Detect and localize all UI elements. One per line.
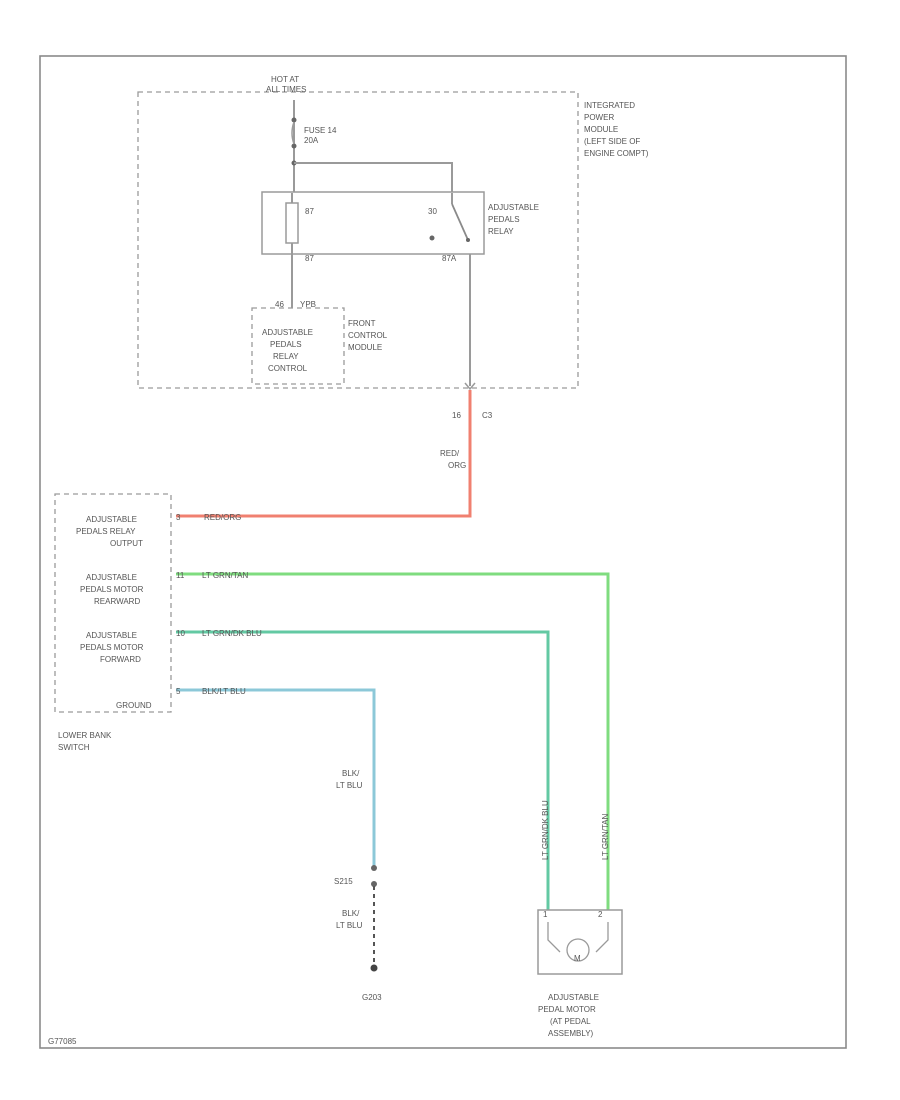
red-wire-label-line1: RED/: [440, 449, 460, 458]
relay-pin-nc: 87A: [442, 254, 457, 263]
switch-box: [54, 493, 172, 713]
relay-supply-wire: [294, 162, 453, 192]
relay-control-line3: RELAY: [273, 352, 299, 361]
power-label-line2: ALL TIMES: [266, 85, 306, 94]
splice-label: S215: [334, 877, 353, 886]
ipm-label-line2: POWER: [584, 113, 614, 122]
blk-wire2-label-line2: LT BLU: [336, 921, 363, 930]
switch-item3-pin: 10: [176, 629, 185, 638]
fcm-label-line1: FRONT: [348, 319, 376, 328]
fuse-terminal-top: [291, 117, 297, 123]
blk-wire-label-line2: LT BLU: [336, 781, 363, 790]
relay-no-contact: [429, 235, 435, 241]
switch-item2-line2: PEDALS MOTOR: [80, 585, 144, 594]
relay-label-line2: PEDALS: [488, 215, 520, 224]
relay-nc-contact: [466, 238, 470, 242]
ipm-label-line1: INTEGRATED: [584, 101, 635, 110]
ipm-label-line5: ENGINE COMPT): [584, 149, 649, 158]
ground-label: G203: [362, 993, 382, 1002]
motor-pin-right: 2: [598, 910, 603, 919]
power-label-line1: HOT AT: [271, 75, 299, 84]
fwd-vertical-wire-label: LT GRN/DK BLU: [541, 800, 550, 860]
blk-wire2-label-line1: BLK/: [342, 909, 360, 918]
ground-icon: [370, 964, 378, 972]
switch-item3-line3: FORWARD: [100, 655, 141, 664]
relay-control-line2: PEDALS: [270, 340, 302, 349]
relay-pin-coil-top: 87: [305, 207, 314, 216]
motor-pin-left: 1: [543, 910, 548, 919]
switch-item4-wire: BLK/LT BLU: [202, 687, 246, 696]
ipm-label-line4: (LEFT SIDE OF: [584, 137, 640, 146]
connector-pin: 16: [452, 411, 461, 420]
relay-switch-arm-icon: [451, 203, 469, 241]
switch-item1-line2: PEDALS RELAY: [76, 527, 136, 536]
ipm-box: [137, 91, 579, 389]
switch-item4-line1: GROUND: [116, 701, 152, 710]
wire-blk-lt-blu: [176, 688, 376, 868]
fuse-symbol: [291, 121, 295, 145]
switch-label-line1: LOWER BANK: [58, 731, 112, 740]
fcm-pin-number: 46: [275, 300, 284, 309]
relay-coil-icon: [285, 202, 299, 244]
relay-label-line3: RELAY: [488, 227, 514, 236]
blk-wire-label-line1: BLK/: [342, 769, 360, 778]
switch-item2-line1: ADJUSTABLE: [86, 573, 137, 582]
relay-control-line4: CONTROL: [268, 364, 308, 373]
switch-item2-wire: LT GRN/TAN: [202, 571, 248, 580]
switch-item1-line3: OUTPUT: [110, 539, 143, 548]
connector-name: C3: [482, 411, 493, 420]
switch-item1-line1: ADJUSTABLE: [86, 515, 137, 524]
motor-leads: [547, 922, 609, 953]
switch-item1-pin: 3: [176, 513, 181, 522]
connector-c3-icon: [464, 382, 476, 391]
switch-item2-line3: REARWARD: [94, 597, 140, 606]
fcm-pin-id: YPB: [300, 300, 316, 309]
rear-vertical-wire-label: LT GRN/TAN: [601, 814, 610, 860]
fcm-box: [251, 307, 345, 385]
fuse-label-line1: FUSE 14: [304, 126, 337, 135]
ipm-label-line3: MODULE: [584, 125, 618, 134]
splice-dot: [371, 865, 377, 871]
fuse-terminal-bottom: [291, 143, 297, 149]
motor-symbol: M: [574, 954, 581, 963]
relay-box: [261, 191, 485, 255]
fcm-label-line2: CONTROL: [348, 331, 388, 340]
switch-item3-line1: ADJUSTABLE: [86, 631, 137, 640]
motor-label-line1: ADJUSTABLE: [548, 993, 599, 1002]
wire-lt-grn-tan: [176, 572, 610, 910]
motor-label-line3: (AT PEDAL: [550, 1017, 591, 1026]
relay-label-line1: ADJUSTABLE: [488, 203, 539, 212]
switch-item1-wire: RED/ORG: [204, 513, 241, 522]
wire-red-org: [176, 390, 472, 518]
fcm-label-line3: MODULE: [348, 343, 382, 352]
motor-label-line4: ASSEMBLY): [548, 1029, 594, 1038]
switch-item2-pin: 11: [176, 571, 185, 580]
motor-icon: [566, 938, 590, 962]
red-wire-label-line2: ORG: [448, 461, 466, 470]
switch-item3-wire: LT GRN/DK BLU: [202, 629, 262, 638]
relay-pin-coil-bottom: 87: [305, 254, 314, 263]
diagram-frame: [39, 55, 847, 1049]
switch-item3-line2: PEDALS MOTOR: [80, 643, 144, 652]
relay-control-line1: ADJUSTABLE: [262, 328, 313, 337]
switch-item4-pin: 5: [176, 687, 181, 696]
fuse-label-line2: 20A: [304, 136, 319, 145]
motor-label-line2: PEDAL MOTOR: [538, 1005, 596, 1014]
relay-pin-common: 30: [428, 207, 437, 216]
figure-id: G77085: [48, 1037, 77, 1046]
wire-lt-grn-dk-blu: [176, 630, 550, 910]
splice-dot-lower: [371, 881, 377, 887]
switch-label-line2: SWITCH: [58, 743, 90, 752]
